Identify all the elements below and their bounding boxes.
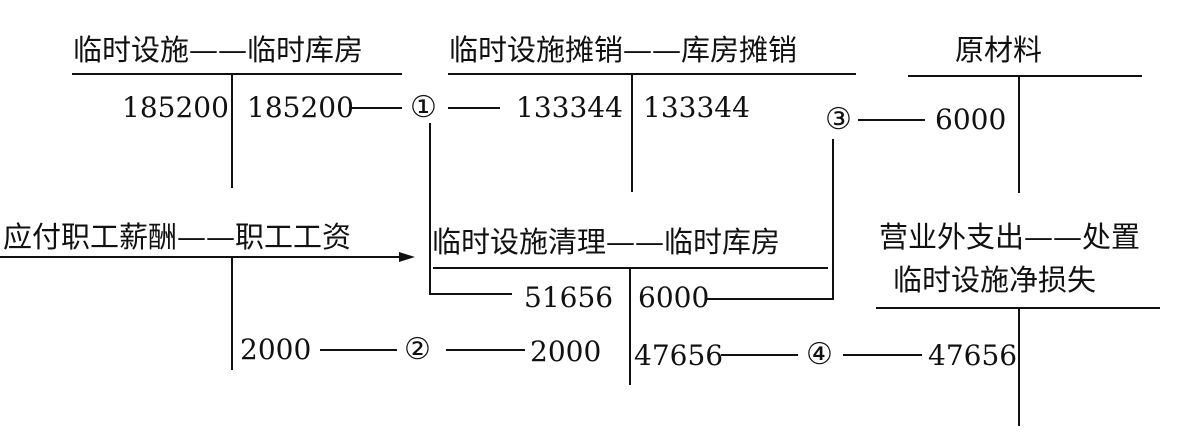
- account-title-non-operating-expense-line2: 临时设施净损失: [893, 263, 1097, 297]
- account-title-disposal-warehouse: 临时设施清理——临时库房: [432, 225, 781, 259]
- amortization-debit-amount: 133344: [516, 91, 623, 124]
- payroll-credit-amount: 2000: [240, 333, 312, 366]
- account-title-raw-materials: 原材料: [955, 33, 1043, 67]
- disposal-credit-amount-1: 6000: [638, 281, 710, 314]
- step-marker-1: ①: [410, 90, 437, 125]
- account-title-temp-facility-warehouse: 临时设施——临时库房: [73, 33, 364, 67]
- disposal-debit-amount-1: 51656: [524, 281, 614, 314]
- disposal-credit-amount-2: 47656: [634, 339, 724, 372]
- disposal-debit-amount-2: 2000: [530, 335, 602, 368]
- account-title-payroll: 应付职工薪酬——职工工资: [3, 220, 352, 254]
- amortization-credit-amount: 133344: [643, 91, 750, 124]
- account-title-non-operating-expense-line1: 营业外支出——处置: [879, 220, 1141, 254]
- temp-facility-debit-amount: 185200: [122, 91, 229, 124]
- step-marker-3: ③: [825, 102, 852, 137]
- account-title-amortization-warehouse: 临时设施摊销——库房摊销: [449, 33, 798, 67]
- step-marker-4: ④: [806, 337, 833, 372]
- non-operating-debit-amount: 47656: [928, 339, 1018, 372]
- raw-materials-debit-amount: 6000: [935, 103, 1007, 136]
- step-marker-2: ②: [404, 332, 431, 367]
- temp-facility-credit-amount: 185200: [247, 91, 354, 124]
